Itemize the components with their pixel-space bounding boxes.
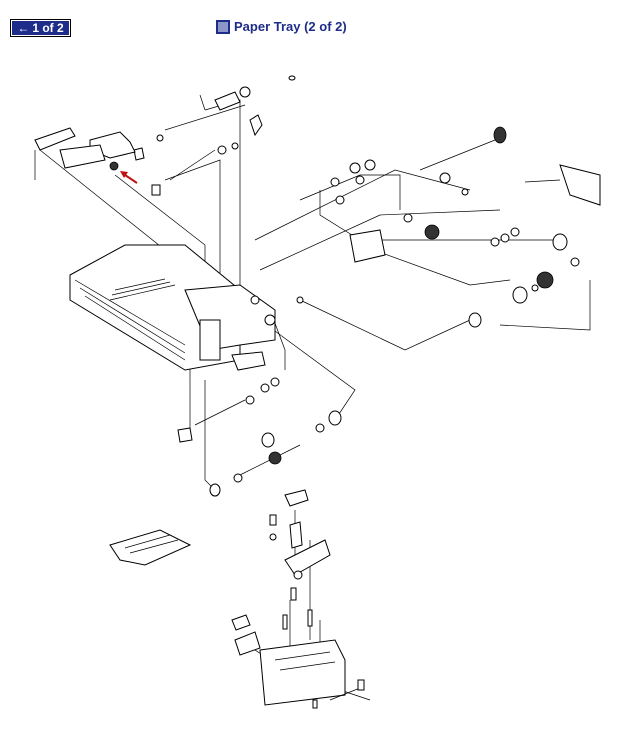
lift-assembly [231, 489, 365, 709]
paper-tray-body [69, 244, 276, 371]
previous-page-button[interactable]: ← 1 of 2 [10, 19, 71, 37]
page-title: Paper Tray (2 of 2) [234, 19, 347, 34]
pointer-arrow-icon [120, 171, 138, 184]
lower-parts [109, 351, 342, 566]
page-icon[interactable] [216, 19, 230, 34]
left-arrow-icon: ← [17, 21, 30, 35]
page-header: Paper Tray (2 of 2) [216, 19, 347, 34]
upper-parts [34, 75, 296, 196]
gear-assembly [296, 126, 601, 328]
page-indicator: 1 of 2 [32, 21, 64, 35]
leader-lines [39, 99, 591, 701]
